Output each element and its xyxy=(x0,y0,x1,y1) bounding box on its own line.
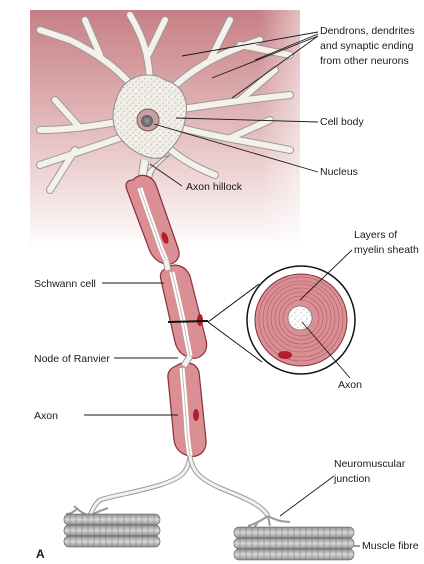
neuromuscular-junction-label-line-1: Neuromuscular xyxy=(334,458,406,470)
section-cut-line xyxy=(167,320,209,323)
dendrites-label-line-1: Dendrons, dendrites xyxy=(320,25,415,37)
axon-inset-label: Axon xyxy=(338,379,362,391)
figure-letter: A xyxy=(36,547,45,561)
schwann-cell-1 xyxy=(125,174,180,265)
schwann-cell-label: Schwann cell xyxy=(34,278,96,290)
cell-body-label: Cell body xyxy=(320,116,365,128)
nodes-of-ranvier xyxy=(162,259,194,368)
schwann-cell-3 xyxy=(167,362,207,457)
muscle-fibre-label: Muscle fibre xyxy=(362,540,419,552)
neuromuscular-junction-label-line-2: junction xyxy=(333,473,370,485)
leader-lines xyxy=(84,31,360,547)
dendrites-label-line-3: from other neurons xyxy=(320,55,409,67)
myelin-cross-section-inset xyxy=(207,265,356,375)
nucleus xyxy=(136,108,160,132)
dendrites-label-line-2: and synaptic ending xyxy=(320,40,414,52)
motor-end-plate-right xyxy=(247,515,291,529)
axon-label: Axon xyxy=(34,410,58,422)
schwann-cell-2 xyxy=(159,264,208,359)
motor-end-plate-left xyxy=(65,505,109,523)
node-of-ranvier-label: Node of Ranvier xyxy=(34,353,110,365)
myelin-layers-label-line-2: myelin sheath xyxy=(354,244,419,256)
nucleus-label: Nucleus xyxy=(320,166,358,178)
muscle-fibres-left xyxy=(63,513,161,548)
axon-terminal-branches xyxy=(87,455,271,518)
myelin-layers-label-line-1: Layers of xyxy=(354,229,397,241)
axon-hillock-label: Axon hillock xyxy=(186,181,243,193)
muscle-fibres-right xyxy=(233,526,355,561)
